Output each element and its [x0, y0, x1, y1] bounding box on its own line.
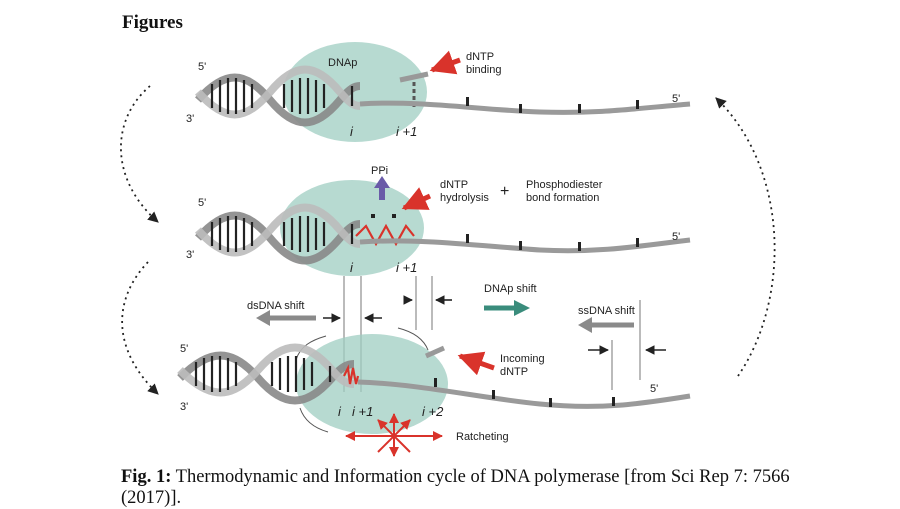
row2-pos-i: i: [350, 260, 354, 275]
row1-5prime-right: 5': [672, 93, 680, 105]
incoming-dntp-1: Incoming: [500, 353, 545, 365]
double-helix-row3: [177, 343, 446, 405]
double-helix-row2: [195, 203, 415, 265]
row2-pos-i1: i +1: [396, 260, 417, 275]
ssdna-row2: [359, 237, 691, 254]
dntp-hydrolysis-1: dNTP: [440, 179, 468, 191]
dntp-binding-label-1: dNTP: [466, 51, 494, 63]
row2-3prime-left: 3': [186, 249, 194, 261]
phosphodiester-2: bond formation: [526, 192, 599, 204]
plus-sign: +: [500, 183, 509, 200]
incoming-dntp-arrow-icon: [457, 351, 495, 376]
row1-3prime-left: 3': [186, 113, 194, 125]
dntp-binding-label-2: binding: [466, 64, 501, 76]
ssdna-shift-label: ssDNA shift: [578, 305, 635, 317]
figure-caption: Fig. 1: Thermodynamic and Information cy…: [121, 467, 801, 509]
row3-dna-complex: 5' 3' 5' Incoming dNTP i i +1 i +2 Ratch…: [177, 327, 691, 457]
ppi-label: PPi: [371, 165, 388, 177]
phosphodiester-1: Phosphodiester: [526, 179, 603, 191]
caption-prefix: Fig. 1:: [121, 467, 172, 487]
hydrolysis-red-arrow-icon: [401, 187, 432, 211]
dnap-shift-label: DNAp shift: [484, 283, 537, 295]
ratcheting-label: Ratcheting: [456, 431, 509, 443]
ratcheting-arrows-icon: [345, 413, 443, 457]
double-helix-row1: [195, 65, 429, 127]
row3-pos-i1: i +1: [352, 404, 373, 419]
cycle-arrow-top-left: [120, 85, 159, 223]
cycle-arrow-bottom-left: [121, 261, 159, 395]
dntp-binding-arrow-icon: [429, 50, 461, 75]
row1-dna-complex: 5' 3' 5' DNAp dNTP binding i i +1: [186, 42, 691, 142]
row3-5prime-right: 5': [650, 383, 658, 395]
incoming-dntp-2: dNTP: [500, 366, 528, 378]
row1-5prime-left: 5': [198, 61, 206, 73]
cycle-arrow-right: [715, 97, 776, 377]
caption-text: Thermodynamic and Information cycle of D…: [121, 467, 790, 508]
row2-dna-complex: 5' 3' 5' PPi dNTP hydrolysis + Phosphodi…: [186, 165, 691, 276]
row2-5prime-left: 5': [198, 197, 206, 209]
dsdna-shift-label: dsDNA shift: [247, 300, 304, 312]
new-bond-zigzag-icon: [343, 364, 360, 385]
dntp-hydrolysis-2: hydrolysis: [440, 192, 489, 204]
row3-3prime-left: 3': [180, 401, 188, 413]
row2-5prime-right: 5': [672, 231, 680, 243]
row3-5prime-left: 5': [180, 343, 188, 355]
row3-pos-i: i: [338, 404, 342, 419]
row3-pos-i2: i +2: [422, 404, 444, 419]
ssdna-row3: [357, 379, 691, 409]
cycle-arrows: [120, 85, 776, 395]
row1-pos-i1: i +1: [396, 124, 417, 139]
dnap-label: DNAp: [328, 57, 357, 69]
hydrolysis-zigzag-icon: [355, 223, 415, 247]
section-heading: Figures: [122, 12, 183, 33]
ssdna-row1: [359, 100, 691, 115]
row1-pos-i: i: [350, 124, 354, 139]
